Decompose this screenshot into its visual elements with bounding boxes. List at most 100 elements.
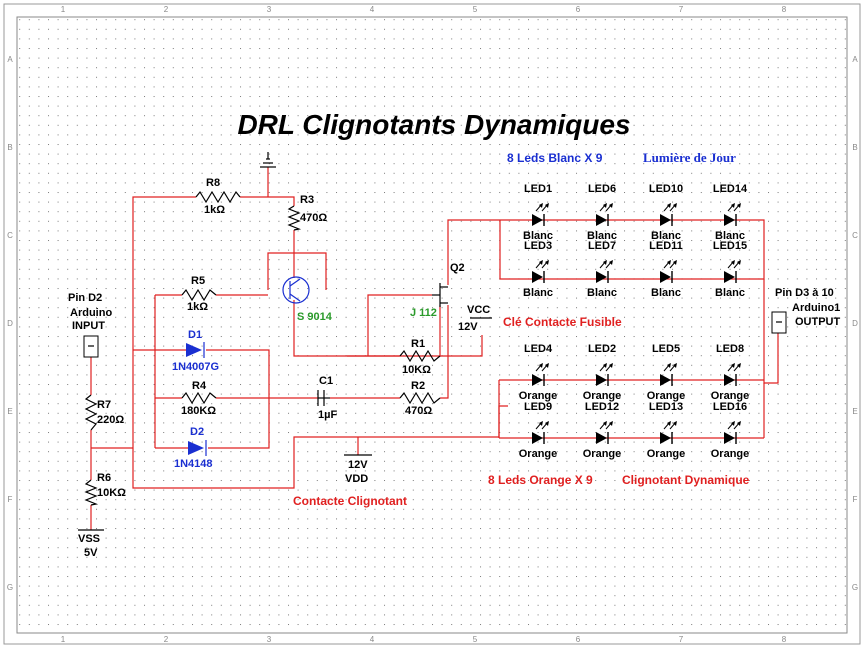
ground-symbol — [260, 152, 276, 168]
d2-value: 1N4148 — [174, 458, 213, 470]
diode-d1 — [186, 342, 205, 358]
led-name: LED10 — [649, 183, 683, 195]
r8-value: 1kΩ — [204, 204, 225, 216]
led-color: Blanc — [651, 230, 681, 242]
led-led16 — [724, 421, 741, 444]
led-led4 — [532, 363, 549, 386]
d1-value: 1N4007G — [172, 361, 219, 373]
led-led8 — [724, 363, 741, 386]
resistor-r5 — [181, 288, 217, 302]
led-name: LED9 — [524, 401, 552, 413]
resistor-r8 — [195, 190, 241, 204]
r6-name: R6 — [97, 472, 111, 484]
r5-name: R5 — [191, 275, 205, 287]
led-name: LED6 — [588, 183, 616, 195]
led-led13 — [660, 421, 677, 444]
led-name: LED15 — [713, 240, 747, 252]
resistor-r3 — [287, 205, 302, 231]
r4-name: R4 — [192, 380, 207, 392]
led-name: LED8 — [716, 343, 744, 355]
page-title: DRL Clignotants Dynamiques — [237, 109, 630, 140]
border-col-label: 8 — [782, 5, 787, 14]
led-led2 — [596, 363, 613, 386]
r2-value: 470Ω — [405, 405, 432, 417]
border-col-label: 6 — [576, 635, 581, 644]
led-color: Orange — [519, 448, 558, 460]
led-name: LED13 — [649, 401, 683, 413]
border-row-label: E — [7, 407, 12, 416]
d2-name: D2 — [190, 426, 204, 438]
led-color: Orange — [647, 448, 686, 460]
r7-name: R7 — [97, 399, 111, 411]
jfet-q2 — [432, 283, 448, 307]
r3-value: 470Ω — [300, 212, 327, 224]
led-led1 — [532, 203, 549, 226]
vss-name: VSS — [78, 533, 100, 545]
led-color: Orange — [583, 390, 622, 402]
input-device: Arduino — [70, 307, 112, 319]
r4-value: 180KΩ — [181, 405, 216, 417]
vss-value: 5V — [84, 547, 98, 559]
resistor-r4 — [181, 391, 217, 405]
led-name: LED14 — [713, 183, 748, 195]
led-name: LED2 — [588, 343, 616, 355]
diode-d2 — [188, 440, 207, 456]
border-row-label: E — [852, 407, 857, 416]
border-row-label: A — [852, 55, 858, 64]
input-pin: Pin D2 — [68, 292, 102, 304]
resistor-r7 — [84, 394, 98, 431]
output-device: Arduino1 — [792, 302, 840, 314]
contacte-clignotant-label: Contacte Clignotant — [293, 494, 407, 508]
border-col-label: 6 — [576, 5, 581, 14]
resistor-r2 — [399, 391, 441, 405]
border-row-label: F — [853, 495, 858, 504]
border-row-label: F — [8, 495, 13, 504]
led-name: LED4 — [524, 343, 553, 355]
orange-leds-heading: 8 Leds Orange X 9 — [488, 473, 593, 487]
border-col-label: 3 — [267, 5, 272, 14]
led-name: LED3 — [524, 240, 552, 252]
led-led14 — [724, 203, 741, 226]
led-name: LED1 — [524, 183, 552, 195]
cle-contacte-label: Clé Contacte Fusible — [503, 315, 622, 329]
d1-name: D1 — [188, 329, 202, 341]
led-color: Blanc — [523, 287, 553, 299]
led-name: LED5 — [652, 343, 680, 355]
led-name: LED16 — [713, 401, 747, 413]
resistor-r6 — [84, 479, 99, 506]
q2-name: Q2 — [450, 262, 465, 274]
border-col-label: 8 — [782, 635, 787, 644]
led-color: Blanc — [715, 287, 745, 299]
vdd-value: 12V — [348, 459, 368, 471]
led-led7 — [596, 260, 613, 283]
vcc-name: VCC — [467, 304, 490, 316]
led-color: Orange — [583, 448, 622, 460]
vcc-value: 12V — [458, 321, 478, 333]
transistor-q1 — [282, 276, 310, 304]
outer-frame — [3, 3, 861, 645]
border-row-label: A — [7, 55, 13, 64]
vdd-name: VDD — [345, 473, 368, 485]
border-row-label: B — [7, 143, 12, 152]
led-color: Orange — [647, 390, 686, 402]
led-color: Blanc — [651, 287, 681, 299]
border-col-label: 5 — [473, 5, 478, 14]
led-color: Blanc — [587, 230, 617, 242]
border-col-label: 4 — [370, 635, 375, 644]
q1-value: S 9014 — [297, 311, 333, 323]
r2-name: R2 — [411, 380, 425, 392]
led-led10 — [660, 203, 677, 226]
c1-value: 1µF — [318, 409, 337, 421]
resistor-r1 — [399, 349, 441, 363]
led-color: Orange — [519, 390, 558, 402]
day-light-heading: Lumière de Jour — [643, 150, 736, 165]
led-name: LED7 — [588, 240, 616, 252]
led-color: Blanc — [523, 230, 553, 242]
output-pin: Pin D3 à 10 — [775, 287, 834, 299]
led-led11 — [660, 260, 677, 283]
border-row-label: D — [7, 319, 13, 328]
border-col-label: 7 — [679, 5, 684, 14]
led-led3 — [532, 260, 549, 283]
